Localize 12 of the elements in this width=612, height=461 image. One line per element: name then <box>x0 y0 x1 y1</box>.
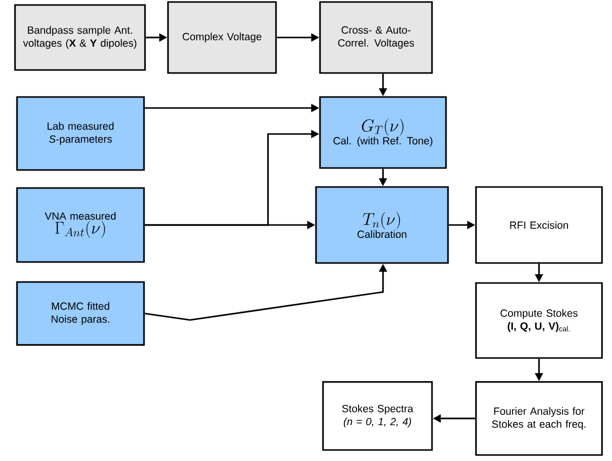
process-box: Cross- & Auto-Correl. Voltages <box>319 1 433 74</box>
process-box: RFI Excision <box>475 186 603 264</box>
input-box: MCMC fitted Noise paras. <box>16 281 145 346</box>
process-box: Fourier Analysis for Stokes at each freq. <box>475 381 603 456</box>
process-box: $G_{T}(\nu)$ Cal. (with Ref. Tone) <box>319 96 447 169</box>
process-box: $T_{n}(\nu)$ Calibration <box>315 186 449 264</box>
process-box: Complex Voltage <box>167 1 277 74</box>
input-box: Lab measured S-parameters <box>16 96 145 171</box>
input-box: VNA measured $\Gamma_{Ant}(\nu)$ <box>16 187 145 263</box>
input-box: Bandpass sample Ant. voltages (X & Y dipoles) <box>14 4 146 71</box>
output-box: Stokes Spectra (n = 0, 1, 2, 4) <box>322 381 433 451</box>
process-box: Compute Stokes (I, Q, U, V)$_{cal.}$ <box>475 282 603 359</box>
